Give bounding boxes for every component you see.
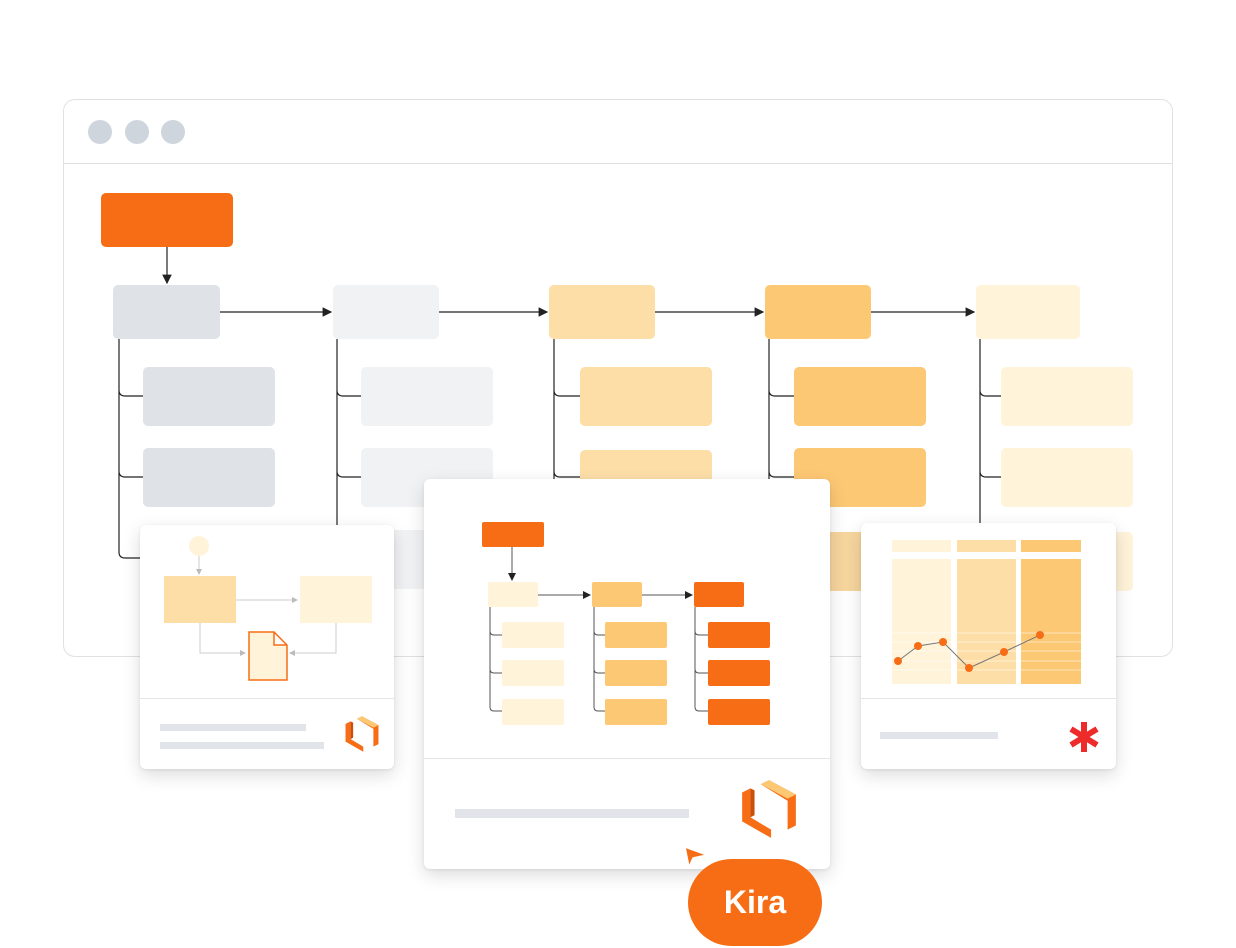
app-logo-icon (345, 716, 379, 752)
window-dot (161, 120, 185, 144)
child-node (143, 367, 275, 426)
window-dot (88, 120, 112, 144)
mini-flowchart (482, 522, 770, 725)
placeholder-line (880, 732, 998, 739)
window-dot (125, 120, 149, 144)
stage-node (976, 285, 1080, 339)
child-node (1001, 448, 1133, 507)
root-node (101, 193, 233, 247)
asterisk-logo-icon (1069, 722, 1099, 752)
cursor-pointer-icon (684, 846, 708, 868)
child-node (794, 367, 926, 426)
child-node (1001, 367, 1133, 426)
window-titlebar (64, 100, 1172, 164)
app-logo-icon (742, 780, 796, 838)
placeholder-line (455, 809, 689, 818)
stage-node (765, 285, 871, 339)
placeholder-line (160, 742, 324, 749)
stage-node (549, 285, 655, 339)
stage-node (333, 285, 439, 339)
child-node (361, 367, 493, 426)
child-node (580, 367, 712, 426)
user-badge: Kira (688, 859, 822, 946)
mini-chart (892, 540, 1081, 684)
workflow-diagram (164, 536, 372, 681)
placeholder-line (160, 724, 306, 731)
chart-card[interactable] (861, 523, 1116, 769)
child-node (143, 448, 275, 507)
workflow-card[interactable] (424, 479, 830, 869)
workflow-card[interactable] (140, 525, 394, 769)
stage-node (113, 285, 220, 339)
